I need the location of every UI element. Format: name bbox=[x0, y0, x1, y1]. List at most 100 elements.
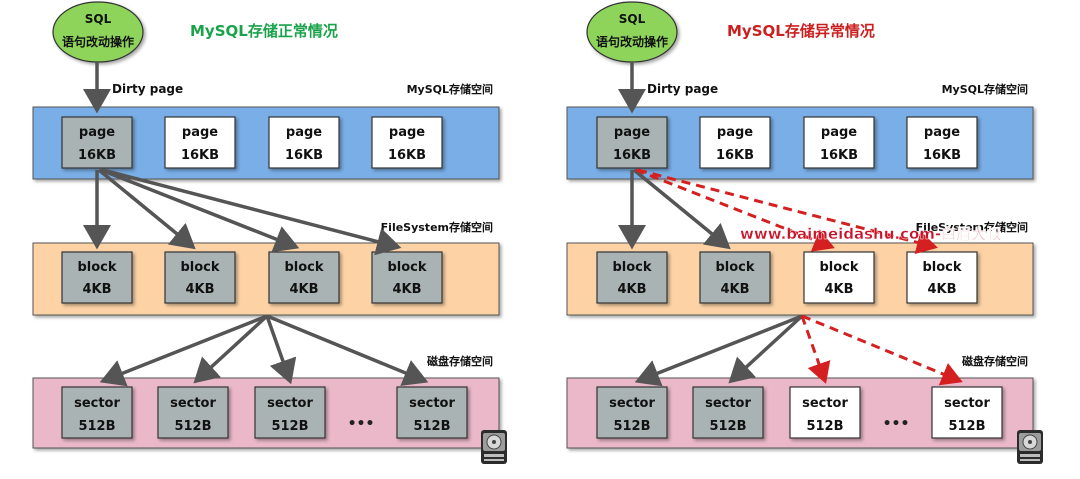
failed-arrow bbox=[635, 168, 835, 252]
svg-text:4KB: 4KB bbox=[927, 282, 956, 297]
svg-text:block: block bbox=[819, 260, 858, 275]
svg-text:block: block bbox=[387, 260, 426, 275]
sql-operation-label: 语句改动操作 bbox=[596, 34, 668, 49]
sector-box: sector 512B bbox=[596, 386, 668, 439]
arrow bbox=[97, 168, 196, 250]
svg-text:4KB: 4KB bbox=[720, 282, 749, 297]
svg-text:4KB: 4KB bbox=[289, 282, 318, 297]
right-panel: SQL 语句改动操作 MySQL存储异常情况 Dirty page MySQL存… bbox=[566, 1, 1043, 464]
sector-box: sector 512B bbox=[789, 386, 861, 439]
page-box: page 16KB bbox=[906, 116, 978, 169]
arrow bbox=[102, 168, 402, 256]
arrow bbox=[193, 314, 269, 384]
svg-text:sector: sector bbox=[409, 396, 455, 411]
svg-text:512B: 512B bbox=[174, 419, 211, 434]
hard-disk-icon bbox=[1017, 430, 1043, 464]
failed-arrow bbox=[800, 315, 831, 384]
svg-text:block: block bbox=[612, 260, 651, 275]
dirty-page-label: Dirty page bbox=[647, 82, 718, 96]
sql-label: SQL bbox=[85, 12, 112, 26]
svg-text:16KB: 16KB bbox=[923, 148, 961, 163]
disk-space-label: 磁盘存储空间 bbox=[427, 354, 493, 368]
arrow bbox=[634, 314, 803, 387]
page-box: page 16KB bbox=[596, 116, 668, 169]
svg-text:512B: 512B bbox=[413, 419, 450, 434]
page-box: page 16KB bbox=[164, 116, 236, 169]
arrow bbox=[100, 168, 300, 253]
sector-box: sector 512B bbox=[254, 386, 326, 439]
arrow bbox=[632, 168, 731, 250]
svg-text:4KB: 4KB bbox=[392, 282, 421, 297]
page-box: page 16KB bbox=[803, 116, 875, 169]
svg-text:16KB: 16KB bbox=[181, 148, 219, 163]
svg-text:4KB: 4KB bbox=[185, 282, 214, 297]
svg-text:sector: sector bbox=[170, 396, 216, 411]
svg-text:512B: 512B bbox=[948, 419, 985, 434]
block-box: block 4KB bbox=[803, 251, 875, 304]
svg-text:sector: sector bbox=[705, 396, 751, 411]
arrow bbox=[728, 314, 804, 384]
failed-arrow bbox=[801, 314, 963, 386]
svg-text:page: page bbox=[389, 125, 425, 140]
block-box: block 4KB bbox=[61, 251, 133, 304]
page-box: page 16KB bbox=[371, 116, 443, 169]
svg-text:page: page bbox=[79, 125, 115, 140]
svg-text:sector: sector bbox=[609, 396, 655, 411]
svg-text:page: page bbox=[924, 125, 960, 140]
svg-text:block: block bbox=[284, 260, 323, 275]
page-box: page 16KB bbox=[61, 116, 133, 169]
mysql-space-label: MySQL存储空间 bbox=[407, 82, 493, 96]
svg-text:16KB: 16KB bbox=[285, 148, 323, 163]
sql-statement-node bbox=[52, 1, 144, 63]
svg-text:page: page bbox=[286, 125, 322, 140]
svg-text:page: page bbox=[614, 125, 650, 140]
svg-text:512B: 512B bbox=[806, 419, 843, 434]
svg-text:sector: sector bbox=[267, 396, 313, 411]
svg-text:block: block bbox=[715, 260, 754, 275]
block-box: block 4KB bbox=[371, 251, 443, 304]
svg-text:page: page bbox=[182, 125, 218, 140]
sql-operation-label: 语句改动操作 bbox=[62, 34, 134, 49]
svg-text:sector: sector bbox=[74, 396, 120, 411]
block-box: block 4KB bbox=[596, 251, 668, 304]
mysql-space-label: MySQL存储空间 bbox=[942, 82, 1028, 96]
ellipsis: ••• bbox=[348, 416, 375, 432]
block-box: block 4KB bbox=[906, 251, 978, 304]
sector-box: sector 512B bbox=[692, 386, 764, 439]
arrow bbox=[266, 314, 429, 386]
page-box: page 16KB bbox=[268, 116, 340, 169]
sector-box: sector 512B bbox=[396, 386, 468, 439]
right-title: MySQL存储异常情况 bbox=[727, 22, 875, 40]
sector-box: sector 512B bbox=[157, 386, 229, 439]
svg-text:16KB: 16KB bbox=[613, 148, 651, 163]
right-failed-arrows bbox=[635, 168, 963, 386]
right-arrows bbox=[618, 62, 804, 387]
page-box: page 16KB bbox=[699, 116, 771, 169]
svg-text:16KB: 16KB bbox=[78, 148, 116, 163]
svg-text:512B: 512B bbox=[78, 419, 115, 434]
svg-text:page: page bbox=[821, 125, 857, 140]
sql-statement-node bbox=[586, 1, 678, 63]
svg-text:16KB: 16KB bbox=[820, 148, 858, 163]
svg-text:sector: sector bbox=[944, 396, 990, 411]
svg-text:block: block bbox=[77, 260, 116, 275]
svg-text:4KB: 4KB bbox=[824, 282, 853, 297]
arrow bbox=[99, 314, 268, 387]
disk-space-label: 磁盘存储空间 bbox=[962, 354, 1028, 368]
svg-text:page: page bbox=[717, 125, 753, 140]
left-title: MySQL存储正常情况 bbox=[190, 22, 338, 40]
left-arrows bbox=[83, 62, 429, 387]
fs-space-label: FileSystem存储空间 bbox=[381, 220, 493, 234]
fs-space-label: FileSystem存储空间 bbox=[916, 220, 1028, 234]
block-box: block 4KB bbox=[699, 251, 771, 304]
dirty-page-label: Dirty page bbox=[112, 82, 183, 96]
sector-box: sector 512B bbox=[61, 386, 133, 439]
svg-text:512B: 512B bbox=[271, 419, 308, 434]
svg-text:512B: 512B bbox=[613, 419, 650, 434]
block-box: block 4KB bbox=[268, 251, 340, 304]
sql-label: SQL bbox=[619, 12, 646, 26]
svg-text:sector: sector bbox=[802, 396, 848, 411]
left-panel: SQL 语句改动操作 MySQL存储正常情况 Dirty page MySQL存… bbox=[32, 1, 507, 464]
svg-text:16KB: 16KB bbox=[388, 148, 426, 163]
